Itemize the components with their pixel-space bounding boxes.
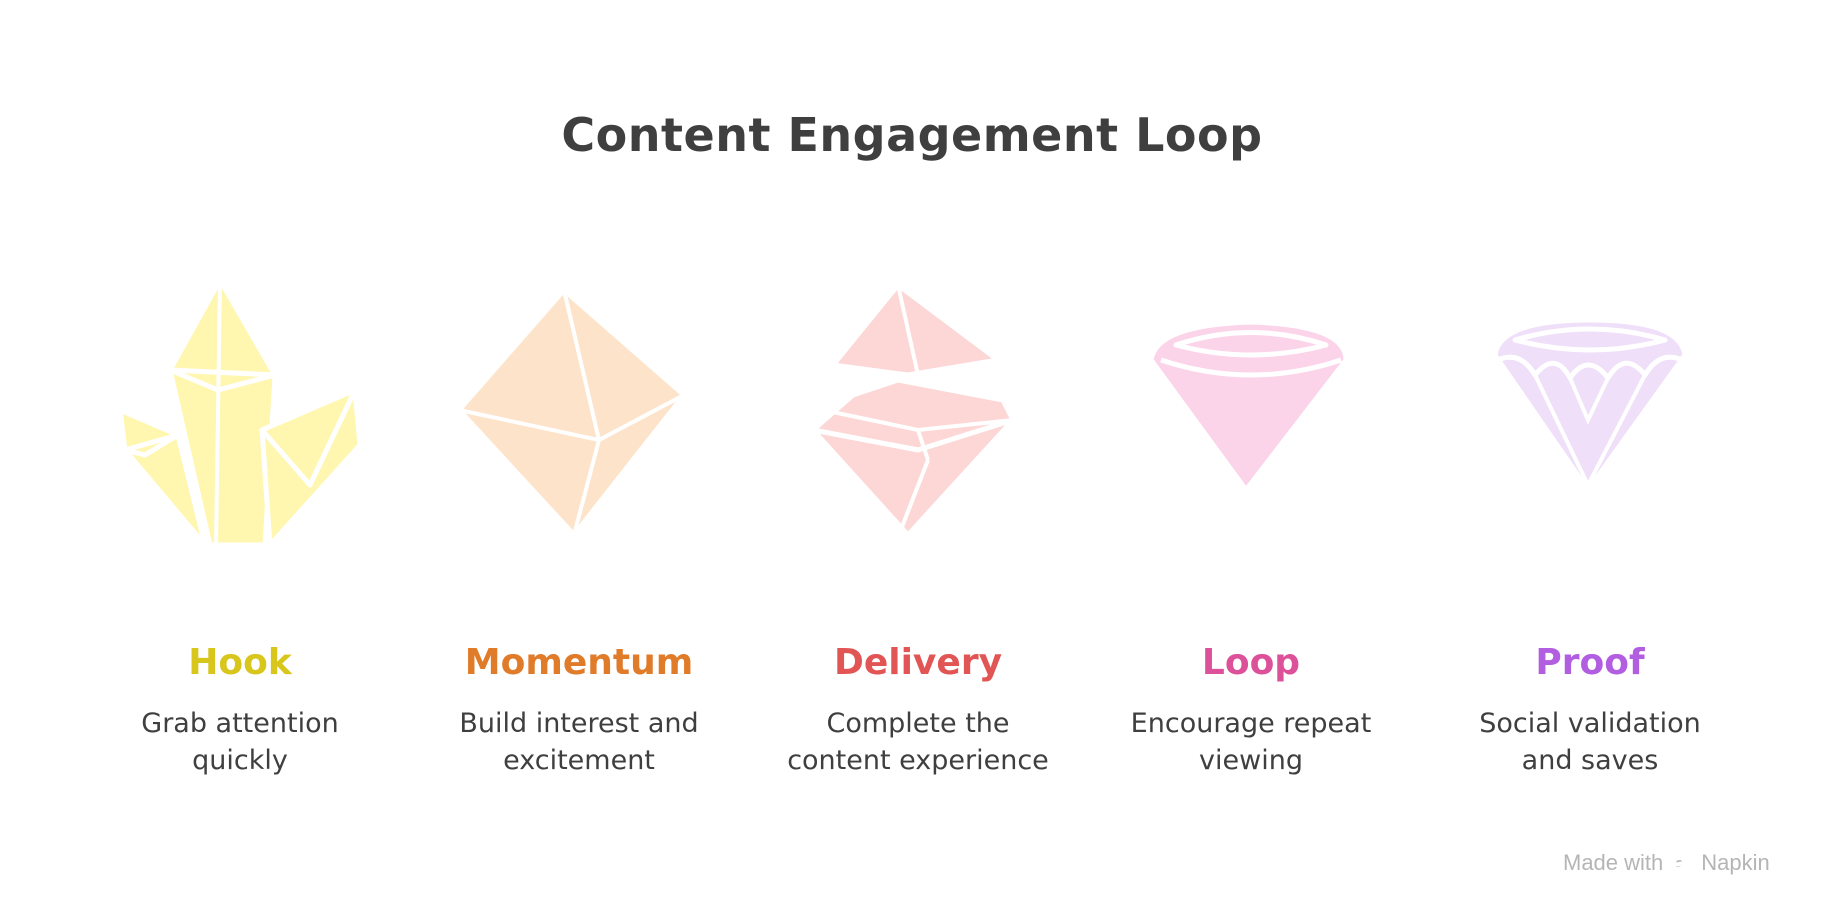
step-label: Momentum (464, 642, 694, 683)
footer-prefix: Made with (1563, 850, 1664, 875)
step-label: Proof (1535, 642, 1645, 683)
napkin-logo-icon (1671, 851, 1693, 875)
made-with-napkin-badge[interactable]: Made with Napkin (1563, 850, 1770, 876)
step-label: Loop (1201, 642, 1301, 683)
diagram-title: Content Engagement Loop (561, 108, 1263, 162)
split-gem-icon (810, 282, 1016, 538)
octahedron-icon (456, 287, 687, 538)
step-label: Hook (188, 642, 292, 683)
cone-gem-icon (1148, 319, 1349, 493)
diamond-icon (1492, 317, 1688, 493)
footer-brand: Napkin (1701, 850, 1770, 875)
step-label: Delivery (833, 642, 1003, 683)
crystal-cluster-icon (117, 280, 363, 548)
